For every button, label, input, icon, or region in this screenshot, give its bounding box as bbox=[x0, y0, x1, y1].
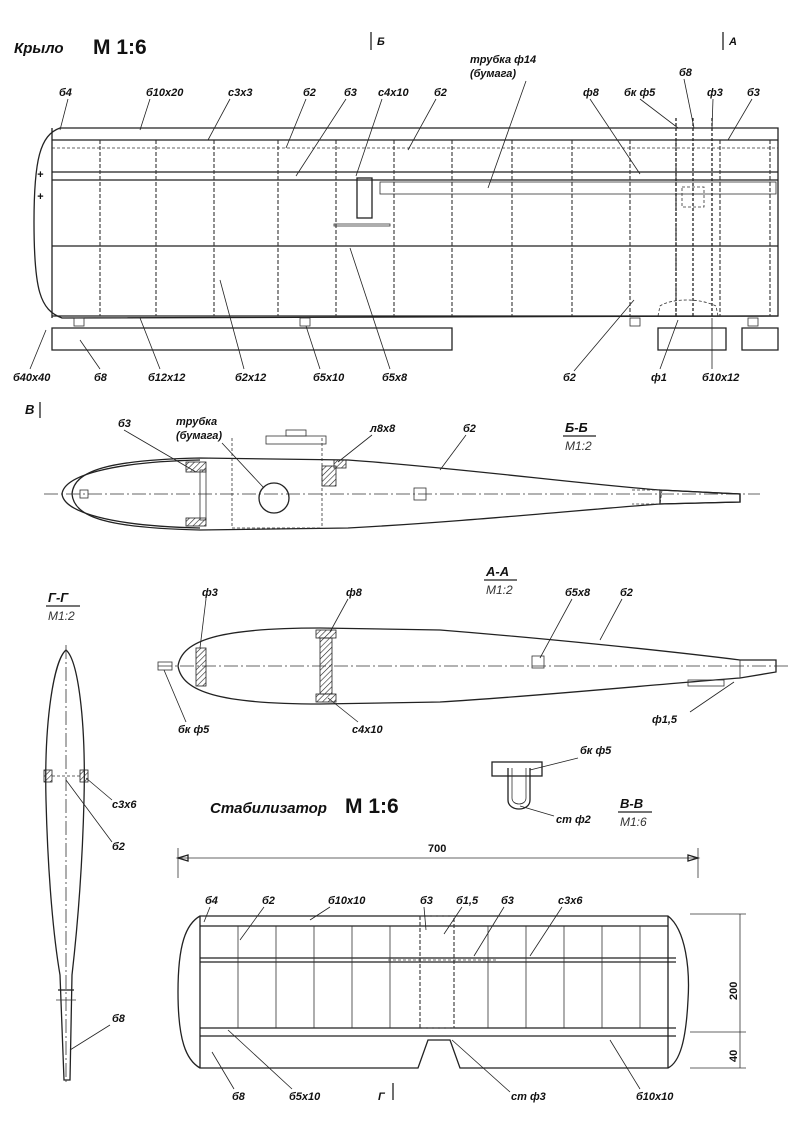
label-b5x10: б5х10 bbox=[313, 372, 345, 384]
stab-scale: М 1:6 bbox=[345, 795, 399, 818]
trailing-edge-strip-2 bbox=[657, 327, 727, 351]
wing-outline bbox=[33, 127, 779, 319]
wire-hook bbox=[507, 768, 531, 810]
label-b2x12: б2х12 bbox=[235, 372, 266, 384]
section-bb-scale: М1:2 bbox=[565, 439, 592, 453]
section-aa-scale: М1:2 bbox=[486, 583, 513, 597]
bb-label-tube: трубка bbox=[176, 416, 217, 428]
label-b40x40: б40х40 bbox=[13, 372, 51, 384]
stab-outline bbox=[177, 915, 690, 1069]
bb-label-b2: б2 bbox=[463, 423, 476, 435]
stab-center bbox=[419, 915, 455, 1029]
label-f3: ф3 bbox=[707, 87, 723, 99]
bb-label-l8x8: л8х8 bbox=[369, 423, 396, 435]
label-bk5: бк ф5 bbox=[624, 87, 656, 99]
svg-text:+: + bbox=[37, 191, 44, 203]
wing-title: Крыло bbox=[14, 40, 64, 57]
stab-label-b8: б8 bbox=[232, 1091, 246, 1103]
gg-label-c3x6: с3х6 bbox=[112, 799, 137, 811]
label-b8: б8 bbox=[94, 372, 108, 384]
dim-flap: 40 bbox=[728, 1050, 740, 1062]
trailing-edge-strip-3 bbox=[741, 327, 779, 351]
stab-label-b3b: б3 bbox=[501, 895, 514, 907]
stab-label-b15: б1,5 bbox=[456, 895, 479, 907]
label-f8: ф8 bbox=[583, 87, 600, 99]
gg-label-b2: б2 bbox=[112, 841, 125, 853]
section-gg-title: Г-Г bbox=[48, 590, 69, 605]
section-gg: Г-Г М1:2 с3х6 б2 б8 bbox=[43, 590, 137, 1085]
aa-label-bk5: бк ф5 bbox=[178, 724, 210, 736]
label-b5x8: б5х8 bbox=[382, 372, 408, 384]
stab-label-b10x10: б10х10 bbox=[328, 895, 366, 907]
dim-chord: 200 bbox=[728, 982, 740, 1000]
stabilizer-plan: Стабилизатор М 1:6 700 200 40 б4 б2 б10х… bbox=[175, 795, 746, 1103]
dim-span: 700 bbox=[428, 843, 446, 855]
tube-box bbox=[356, 177, 373, 219]
stab-cut-g: Г bbox=[378, 1091, 386, 1103]
vv-label-bk5: бк ф5 bbox=[580, 745, 612, 757]
label-f1: ф1 bbox=[651, 372, 667, 384]
label-b12x12: б12х12 bbox=[148, 372, 185, 384]
cut-label-a: А bbox=[728, 36, 737, 48]
wing-plan: Крыло М 1:6 Б А + + bbox=[13, 32, 779, 384]
label-b8-top: б8 bbox=[679, 67, 693, 79]
spar-f8 bbox=[319, 637, 333, 695]
label-b2a: б2 bbox=[303, 87, 316, 99]
stab-label-b4: б4 bbox=[205, 895, 218, 907]
label-tube-paper: (бумага) bbox=[470, 68, 516, 80]
vv-label-st2: ст ф2 bbox=[556, 814, 591, 826]
label-c4x10: с4х10 bbox=[378, 87, 409, 99]
aa-label-b2: б2 bbox=[620, 587, 633, 599]
gg-label-b8: б8 bbox=[112, 1013, 126, 1025]
label-b4: б4 bbox=[59, 87, 72, 99]
trailing-edge-strip-1 bbox=[51, 327, 453, 351]
stab-profile bbox=[45, 649, 85, 1081]
label-b2b: б2 bbox=[434, 87, 447, 99]
spar-f3 bbox=[195, 647, 207, 687]
wing-scale: М 1:6 bbox=[93, 36, 147, 59]
label-tube: трубка ф14 bbox=[470, 54, 536, 66]
section-vv-title: В-В bbox=[620, 796, 643, 811]
aa-label-f8: ф8 bbox=[346, 587, 363, 599]
stab-label-b10x10b: б10х10 bbox=[636, 1091, 674, 1103]
stab-ribs bbox=[237, 926, 641, 1028]
tube-circle bbox=[258, 482, 290, 514]
section-aa-title: А-А bbox=[485, 564, 509, 579]
section-bb: В Б-Б М1:2 б3 трубка (бумага) л8х8 б2 bbox=[25, 402, 760, 531]
aa-label-f3: ф3 bbox=[202, 587, 218, 599]
stab-label-c3x6: с3х6 bbox=[558, 895, 583, 907]
aa-label-f15: ф1,5 bbox=[652, 714, 678, 726]
label-b10x12: б10х12 bbox=[702, 372, 739, 384]
mark-v: В bbox=[25, 402, 34, 417]
svg-text:+: + bbox=[37, 169, 44, 181]
stab-label-b2: б2 bbox=[262, 895, 275, 907]
cut-label-b: Б bbox=[377, 36, 385, 48]
wing-ribs bbox=[99, 140, 771, 316]
section-aa: А-А М1:2 ф3 ф8 б5х8 б2 бк ф5 с4х10 ф1,5 bbox=[157, 564, 790, 736]
label-c3x3: с3х3 bbox=[228, 87, 252, 99]
section-vv: бк ф5 ст ф2 В-В М1:6 bbox=[491, 745, 652, 829]
aa-label-c4x10: с4х10 bbox=[352, 724, 383, 736]
section-vv-scale: М1:6 bbox=[620, 815, 647, 829]
label-b3b: б3 bbox=[747, 87, 760, 99]
paper-tube bbox=[379, 181, 777, 195]
bb-label-b3: б3 bbox=[118, 418, 131, 430]
label-b2c: б2 bbox=[563, 372, 576, 384]
label-b10x20: б10х20 bbox=[146, 87, 184, 99]
stab-label-b3a: б3 bbox=[420, 895, 433, 907]
stab-label-b5x10: б5х10 bbox=[289, 1091, 321, 1103]
section-bb-title: Б-Б bbox=[565, 420, 588, 435]
section-gg-scale: М1:2 bbox=[48, 609, 75, 623]
stab-title: Стабилизатор bbox=[210, 800, 327, 817]
stab-label-st3: ст ф3 bbox=[511, 1091, 546, 1103]
label-b3a: б3 bbox=[344, 87, 357, 99]
bb-label-tube-paper: (бумага) bbox=[176, 430, 222, 442]
aa-label-b5x8: б5х8 bbox=[565, 587, 591, 599]
